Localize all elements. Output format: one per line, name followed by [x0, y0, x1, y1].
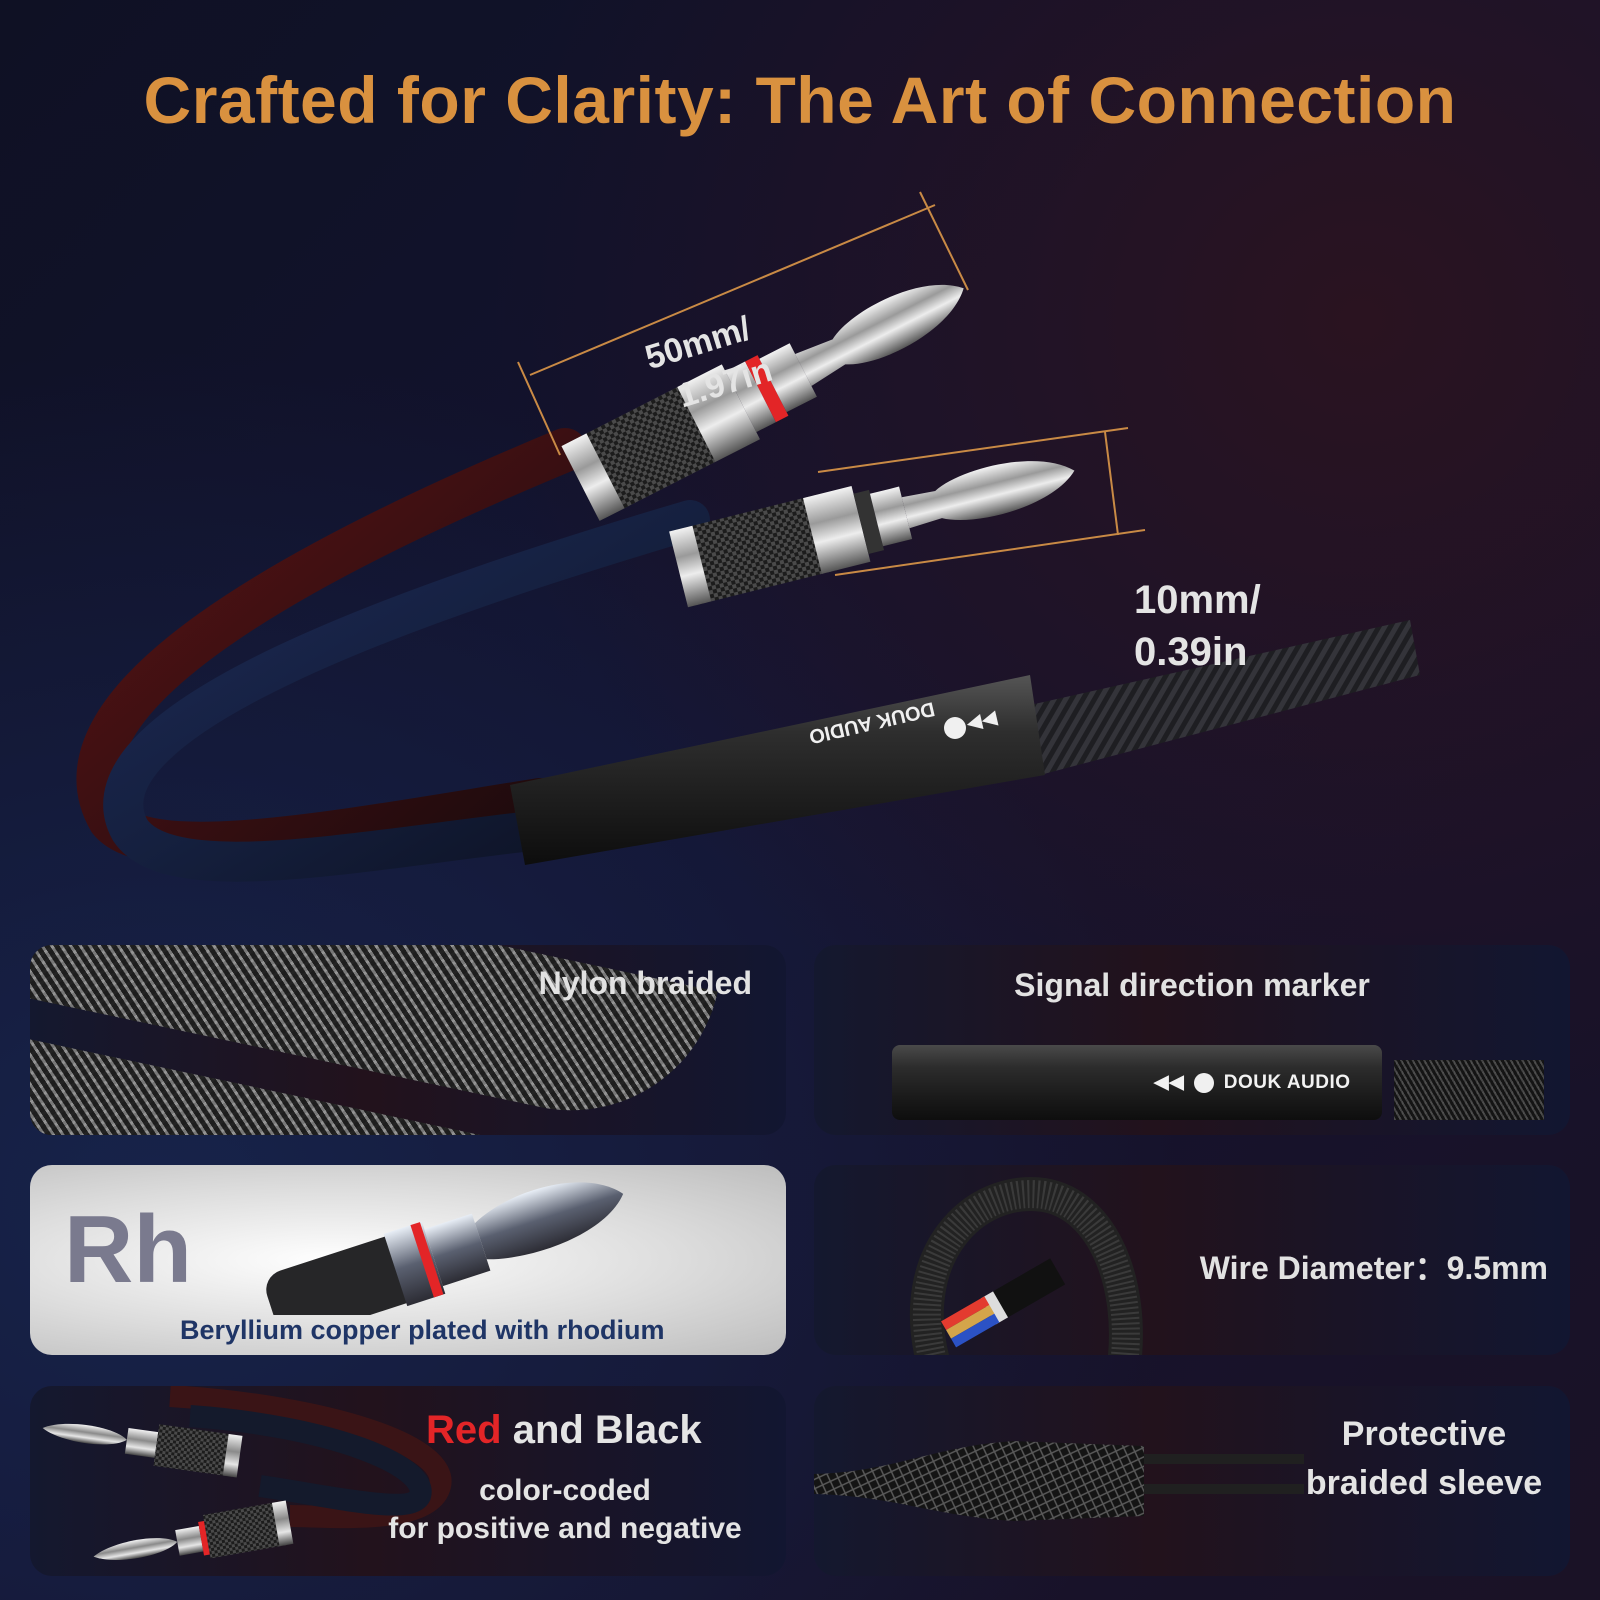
diameter-dimension-label: 10mm/ 0.39in	[1134, 574, 1261, 678]
brand-logo-icon	[944, 717, 966, 739]
speaker-cable-illustration: DOUK AUDIO ◀◀	[76, 191, 1420, 882]
feature-card-wire-diameter: Wire Diameter：9.5mm	[814, 1165, 1570, 1355]
feature-label: Beryllium copper plated with rhodium	[180, 1315, 665, 1345]
color-coded-title: Red and Black	[426, 1408, 702, 1453]
sleeve-label-line-1: Protective	[1341, 1415, 1507, 1453]
sleeve-label: Protective braided sleeve	[1284, 1410, 1564, 1509]
subtitle-line-1: color-coded	[479, 1474, 651, 1507]
feature-label: Wire Diameter：9.5mm	[1199, 1250, 1548, 1286]
subtitle-line-2: for positive and negative	[388, 1511, 742, 1545]
feature-card-protective-sleeve: Protective braided sleeve	[814, 1386, 1570, 1576]
feature-label: Nylon braided	[538, 965, 752, 1001]
brand-logo-icon	[1194, 1072, 1215, 1093]
hero-product-illustration: DOUK AUDIO ◀◀	[0, 160, 1600, 920]
feature-label: Signal direction marker	[1014, 967, 1370, 1003]
diameter-mm: 10mm/	[1134, 578, 1261, 622]
feature-card-signal-direction: Signal direction marker ◀◀ DOUK AUDIO	[814, 945, 1570, 1135]
feature-card-nylon-braided: Nylon braided	[30, 945, 786, 1135]
dimension-lines	[517, 191, 1146, 576]
cable-cross-section-image	[909, 1177, 1143, 1355]
color-coded-subtitle: color-coded for positive and negative	[380, 1472, 750, 1547]
diameter-in: 0.39in	[1134, 630, 1248, 674]
color-coded-plugs-image	[42, 1386, 452, 1560]
sleeve-label-line-2: braided sleeve	[1305, 1464, 1543, 1503]
braided-sleeve-image	[814, 1441, 1304, 1521]
black-banana-plug	[669, 461, 1075, 608]
black-words: and Black	[501, 1408, 702, 1452]
page-title: Crafted for Clarity: The Art of Connecti…	[143, 63, 1457, 137]
rhodium-plug-image	[266, 1182, 624, 1315]
splitter-sleeve-image	[892, 1045, 1382, 1120]
red-word: Red	[426, 1408, 502, 1452]
red-banana-plug	[561, 284, 964, 521]
rhodium-symbol: Rh	[64, 1196, 192, 1303]
direction-marker: ◀◀ DOUK AUDIO	[1154, 1071, 1351, 1094]
trunk-braid-image	[1394, 1060, 1544, 1120]
direction-arrow-icon: ◀◀	[1154, 1072, 1185, 1093]
feature-card-rhodium-plating: Rh Beryllium copper plated with rhodium	[30, 1165, 786, 1355]
brand-marking: DOUK AUDIO	[1223, 1072, 1351, 1093]
feature-card-color-coded: Red and Black color-coded for positive a…	[30, 1386, 786, 1576]
